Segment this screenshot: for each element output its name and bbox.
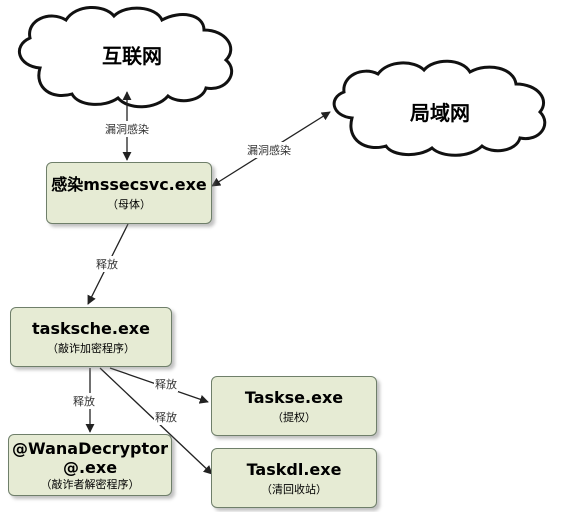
internet-label: 互联网 [102, 44, 162, 68]
edge-label-internet-mother: 漏洞感染 [104, 121, 150, 137]
taskdl-node: Taskdl.exe （清回收站） [211, 448, 377, 508]
edge-label-tasksche-taskdl: 释放 [154, 409, 178, 425]
edge-label-tasksche-wana: 释放 [72, 393, 96, 409]
internet-cloud-shape [17, 6, 234, 109]
edge-label-mother-lan: 漏洞感染 [246, 142, 292, 158]
taskdl-title: Taskdl.exe [246, 460, 342, 480]
wana-title-line1: @WanaDecryptor [12, 438, 168, 458]
tasksche-title: tasksche.exe [32, 319, 150, 339]
taskdl-subtitle: （清回收站） [261, 482, 327, 496]
taskse-subtitle: （提权） [272, 410, 316, 424]
edge-label-tasksche-taskse: 释放 [154, 376, 178, 392]
tasksche-node: tasksche.exe （敲诈加密程序） [10, 307, 172, 367]
tasksche-subtitle: （敲诈加密程序） [47, 341, 135, 355]
wana-node: @WanaDecryptor @.exe （敲诈者解密程序） [8, 434, 172, 496]
mother-title: 感染mssecsvc.exe [51, 175, 207, 195]
lan-cloud-shape [332, 59, 547, 157]
wana-title-line2: @.exe [62, 457, 118, 477]
lan-label: 局域网 [410, 101, 470, 125]
wana-subtitle: （敲诈者解密程序） [40, 478, 140, 492]
taskse-title: Taskse.exe [244, 388, 344, 408]
edge-label-mother-tasksche: 释放 [95, 256, 119, 272]
mother-node: 感染mssecsvc.exe （母体） [46, 162, 212, 224]
taskse-node: Taskse.exe （提权） [211, 376, 377, 436]
mother-subtitle: （母体） [107, 197, 151, 211]
